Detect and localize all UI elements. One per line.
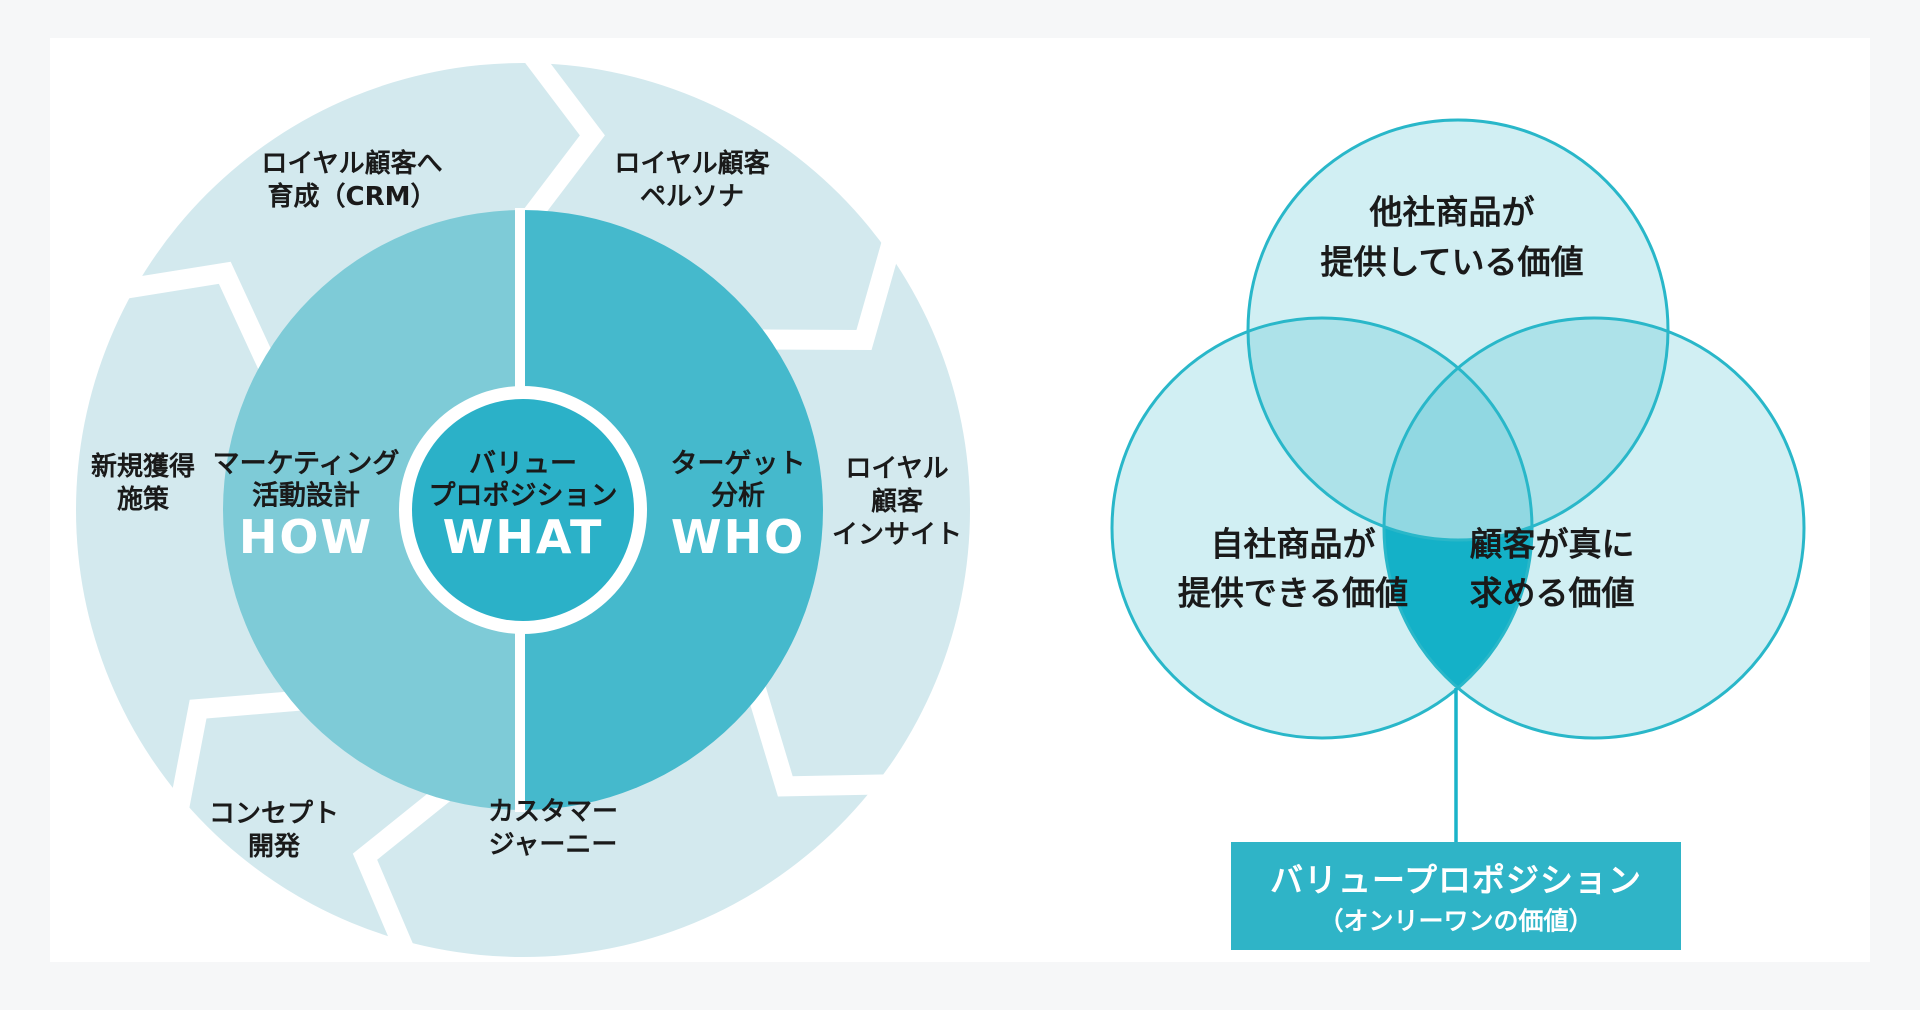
label-competitor-line2: 提供している価値	[1320, 243, 1583, 282]
label-crm-line1: ロイヤル顧客へ	[261, 148, 442, 179]
label-concept-line1: コンセプト	[209, 799, 339, 829]
value-proposition-callout-box	[1231, 842, 1681, 950]
venn-circle-right-outline	[1382, 316, 1806, 740]
label-journey-line1: カスタマー	[488, 797, 618, 827]
keyword-how: HOW	[239, 510, 373, 564]
label-persona-line1: ロイヤル顧客	[614, 148, 770, 179]
label-insight-line3: インサイト	[832, 520, 962, 550]
unique-value-lens	[1384, 368, 1532, 688]
label-insight-line1: ロイヤル	[845, 454, 948, 484]
label-crm-line2: 育成（CRM）	[268, 181, 437, 212]
venn-circle-left-outline	[1110, 316, 1534, 740]
marketing-cycle-diagram: ロイヤル顧客へ 育成（CRM） ロイヤル顧客 ペルソナ 新規獲得 施策 ロイヤル…	[76, 48, 970, 957]
label-who-line2: 分析	[711, 481, 765, 512]
label-insight-line2: 顧客	[871, 486, 924, 517]
cycle-arrows	[122, 48, 902, 955]
cycle-arrow-chevron	[757, 239, 902, 351]
cycle-arrow-chevron	[520, 48, 605, 227]
what-circle	[412, 399, 634, 621]
label-journey-line2: ジャーニー	[489, 830, 618, 860]
who-half-disc	[523, 210, 823, 810]
label-own-product-line2: 提供できる価値	[1178, 574, 1408, 613]
callout-subtitle: （オンリーワンの価値）	[1318, 907, 1593, 936]
label-concept-line2: 開発	[248, 832, 301, 862]
keyword-what: WHAT	[443, 510, 604, 564]
label-acquisition-line1: 新規獲得	[91, 451, 195, 482]
cycle-arrow-chevron	[122, 261, 279, 374]
callout-title: バリュープロポジション	[1270, 861, 1642, 900]
venn-diagram: 他社商品が 提供している価値 自社商品が 提供できる価値 顧客が真に 求める価値…	[1110, 118, 1806, 950]
label-acquisition-line2: 施策	[117, 484, 169, 515]
cycle-arrow-chevron	[169, 690, 305, 812]
label-what-line2: プロポジション	[429, 481, 618, 512]
label-competitor-line1: 他社商品が	[1369, 193, 1535, 232]
label-customer-need-line2: 求める価値	[1470, 574, 1635, 613]
label-how-line1: マーケティング	[213, 448, 400, 480]
cycle-arrow-chevron	[745, 681, 888, 797]
label-who-line1: ターゲット	[671, 449, 806, 480]
keyword-who: WHO	[671, 510, 805, 564]
how-half-disc	[223, 210, 523, 810]
label-own-product-line1: 自社商品が	[1211, 525, 1376, 564]
label-customer-need-line1: 顧客が真に	[1470, 525, 1635, 564]
label-what-line1: バリュー	[469, 449, 577, 480]
label-persona-line2: ペルソナ	[640, 182, 744, 212]
cycle-arrow-chevron	[352, 782, 455, 955]
label-how-line2: 活動設計	[252, 480, 360, 512]
venn-circle-top-fill	[1248, 120, 1668, 540]
